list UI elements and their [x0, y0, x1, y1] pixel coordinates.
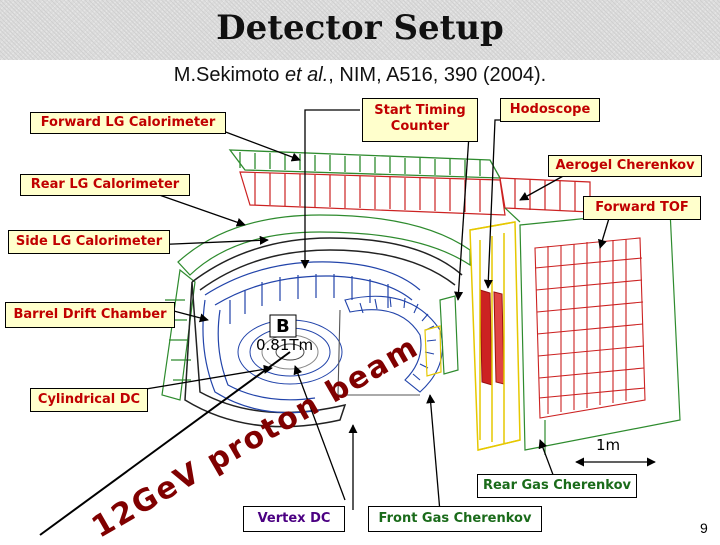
- label-side-lg-calorimeter: Side LG Calorimeter: [8, 230, 170, 254]
- start-timing-line-1: Start Timing: [374, 103, 466, 118]
- leader-arrows: [139, 109, 611, 513]
- label-forward-lg-calorimeter: Forward LG Calorimeter: [30, 112, 226, 134]
- slide-title: Detector Setup: [216, 8, 504, 48]
- page-number: 9: [700, 520, 708, 536]
- start-timing-counter: [424, 295, 459, 377]
- citation: M.Sekimoto et al., NIM, A516, 390 (2004)…: [0, 64, 720, 87]
- label-cylindrical-dc: Cylindrical DC: [30, 388, 148, 412]
- label-forward-tof: Forward TOF: [583, 196, 701, 220]
- hodoscope: [479, 289, 505, 386]
- citation-authors: M.Sekimoto: [173, 64, 285, 86]
- label-front-gas-cherenkov: Front Gas Cherenkov: [368, 506, 542, 532]
- citation-reference: , NIM, A516, 390 (2004).: [328, 64, 547, 86]
- forward-tof: [534, 237, 646, 419]
- barrel-drift-chamber: [202, 261, 421, 414]
- label-aerogel-cherenkov: Aerogel Cherenkov: [548, 155, 702, 177]
- label-vertex-dc: Vertex DC: [243, 506, 345, 532]
- vertex-dc: [275, 343, 305, 361]
- scale-label: 1m: [596, 436, 621, 454]
- field-box: [269, 314, 297, 338]
- field-symbol: B: [276, 316, 290, 337]
- field-value: 0.81Tm: [256, 336, 314, 354]
- start-timing-line-2: Counter: [390, 119, 450, 134]
- rear-gas-cherenkov: [469, 221, 521, 451]
- title-bar: [0, 0, 720, 60]
- magnet-yoke: [184, 237, 463, 428]
- outer-frame: [504, 207, 681, 455]
- aerogel-cherenkov: [499, 177, 591, 213]
- beam-line: [39, 351, 291, 536]
- label-hodoscope: Hodoscope: [500, 98, 600, 122]
- label-rear-lg-calorimeter: Rear LG Calorimeter: [20, 174, 190, 196]
- label-start-timing-counter: Start Timing Counter: [362, 98, 478, 142]
- label-barrel-drift-chamber: Barrel Drift Chamber: [5, 302, 175, 328]
- side-lg-calorimeter: [161, 214, 471, 401]
- citation-et-al: et al.: [284, 64, 329, 86]
- label-rear-gas-cherenkov: Rear Gas Cherenkov: [477, 474, 637, 498]
- front-gas-cherenkov: [337, 295, 444, 396]
